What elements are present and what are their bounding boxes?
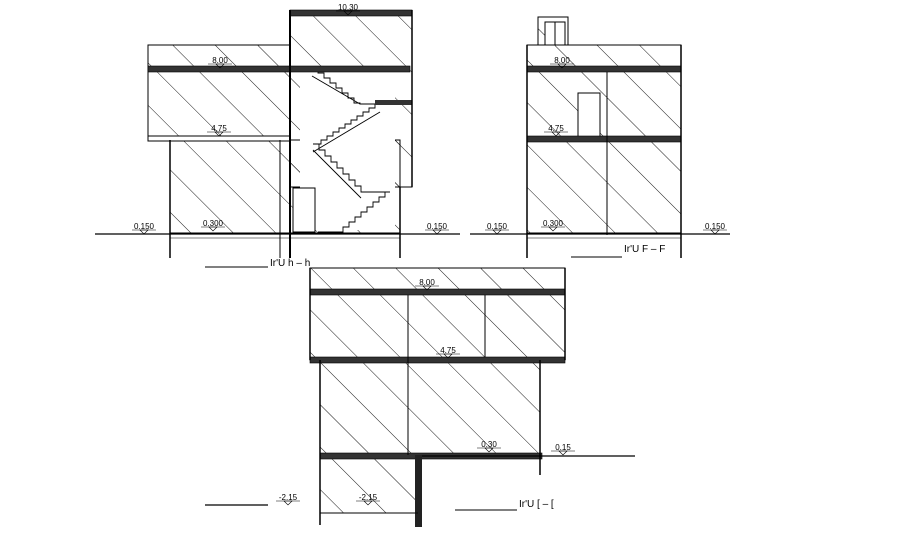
svg-text:0.150: 0.150 — [705, 222, 726, 231]
stair-bottom-flight — [318, 191, 390, 233]
svg-text:0.150: 0.150 — [487, 222, 508, 231]
svg-text:0.300: 0.300 — [543, 219, 564, 228]
door-opening — [577, 92, 601, 138]
upper-floor-mass — [526, 44, 682, 139]
level-marker-roof-top: 10.30 — [336, 3, 360, 16]
level-marker-ground: 0.30 — [477, 440, 501, 453]
section-title: Ir'U h – h — [270, 258, 310, 269]
roof-slab — [309, 288, 566, 296]
level-marker-ground-left: 0.150 — [132, 222, 156, 235]
level-marker-ground: 0.300 — [201, 219, 225, 232]
upper-floor-mass — [309, 267, 566, 361]
level-marker-ground-right: 0.150 — [425, 222, 449, 235]
section-h-h: 10.30 8.00 4.75 0.150 0.300 0.150 — [95, 3, 460, 269]
svg-text:0.300: 0.300 — [203, 219, 224, 228]
first-floor-slab — [309, 356, 566, 364]
svg-text:4.75: 4.75 — [211, 124, 227, 133]
svg-text:8.00: 8.00 — [419, 278, 435, 287]
landing-slab — [375, 100, 412, 105]
level-marker-first-floor: 4.75 — [436, 346, 460, 359]
stair-void — [300, 70, 395, 230]
stair-middle-flight — [313, 103, 380, 145]
section-f-f: 8.00 4.75 0.150 0.300 0.150 Ir'U F – F — [470, 16, 730, 258]
section-bracket: 8.00 4.75 0.30 0.15 -2.15 -2.15 — [205, 267, 635, 527]
retaining-wall — [415, 455, 422, 527]
level-marker-basement: -2.15 — [356, 493, 380, 506]
level-marker-roof: 8.00 — [550, 56, 574, 69]
svg-text:-2.15: -2.15 — [279, 493, 298, 502]
level-marker-ground-right: 0.150 — [703, 222, 727, 235]
svg-text:4.75: 4.75 — [440, 346, 456, 355]
level-marker-basement-left: -2.15 — [276, 493, 300, 506]
svg-text:8.00: 8.00 — [554, 56, 570, 65]
level-marker-ground: 0.300 — [541, 219, 565, 232]
level-marker-first-floor: 4.75 — [207, 124, 231, 137]
svg-text:10.30: 10.30 — [338, 3, 359, 12]
section-title: Ir'U F – F — [624, 244, 665, 255]
upper-floor-mass — [147, 44, 291, 139]
svg-text:0.150: 0.150 — [134, 222, 155, 231]
door-opening — [292, 187, 316, 233]
level-marker-ground-right: 0.15 — [551, 443, 575, 456]
svg-text:0.150: 0.150 — [427, 222, 448, 231]
svg-text:0.15: 0.15 — [555, 443, 571, 452]
svg-text:8.00: 8.00 — [212, 56, 228, 65]
level-marker-roof: 8.00 — [415, 278, 439, 291]
roof-slab — [147, 65, 411, 73]
level-marker-ground-left: 0.150 — [485, 222, 509, 235]
stair-lower-flight — [313, 143, 390, 193]
roof-slab — [526, 65, 682, 73]
svg-text:-2.15: -2.15 — [359, 493, 378, 502]
ground-floor-mass — [319, 359, 541, 456]
basement-mass — [319, 457, 419, 514]
section-title: Ir'U [ – [ — [519, 499, 554, 510]
ground-floor-mass — [526, 139, 682, 234]
stair-upper-flight — [312, 67, 380, 105]
level-marker-roof: 8.00 — [208, 56, 232, 69]
level-marker-first-floor: 4.75 — [544, 124, 568, 137]
svg-text:4.75: 4.75 — [548, 124, 564, 133]
ground-floor-mass — [169, 139, 291, 234]
svg-text:0.30: 0.30 — [481, 440, 497, 449]
first-floor-slab — [526, 135, 682, 143]
